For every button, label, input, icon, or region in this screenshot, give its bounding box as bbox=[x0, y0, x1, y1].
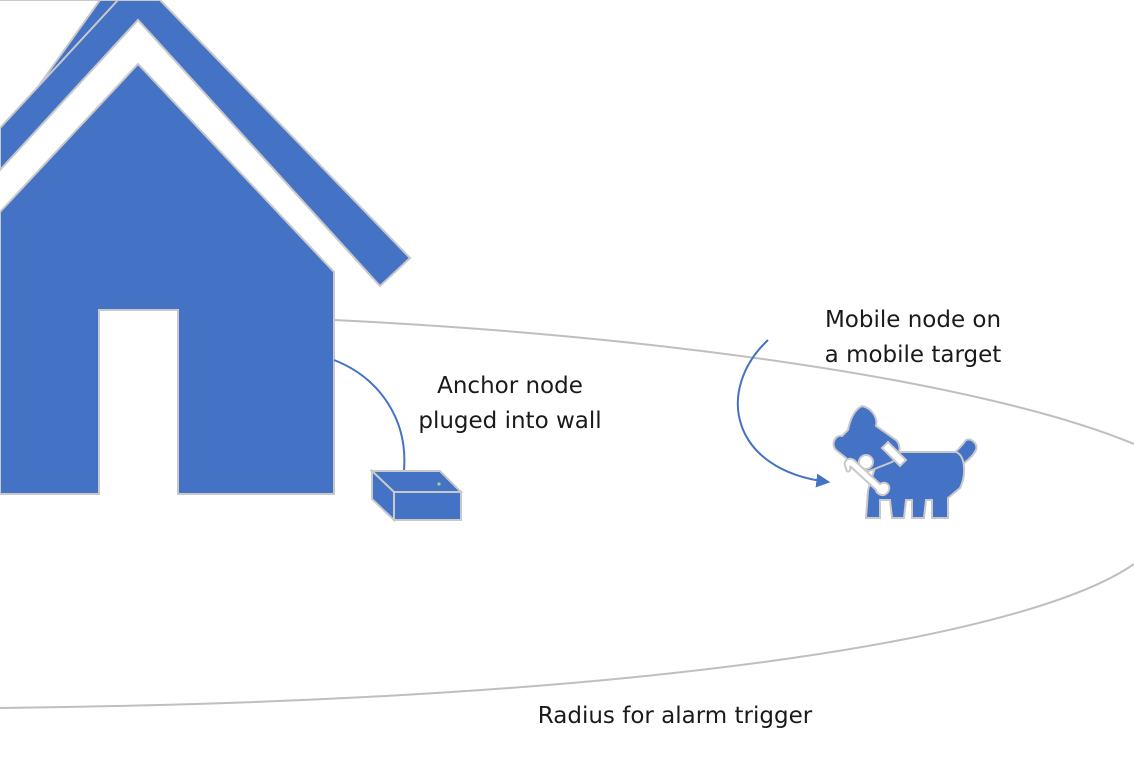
anchor-device-icon bbox=[369, 468, 464, 523]
anchor-device-front bbox=[393, 491, 462, 521]
dog-bone bbox=[843, 457, 891, 497]
mobile-node-label-line-1: Mobile node on bbox=[824, 307, 1002, 333]
house-icon bbox=[0, 0, 412, 495]
house-body bbox=[0, 62, 335, 495]
dog-icon bbox=[832, 404, 978, 519]
dog-body bbox=[864, 451, 966, 519]
anchor-node-label: Anchor node pluged into wall bbox=[392, 369, 628, 439]
radius-label: Radius for alarm trigger bbox=[537, 703, 813, 729]
alarm-radius-ellipse bbox=[0, 319, 1134, 709]
dog-collar bbox=[880, 440, 908, 468]
anchor-device-led bbox=[437, 482, 441, 486]
house-roof-band bbox=[0, 0, 412, 288]
anchor-node-label-line-1: Anchor node bbox=[437, 373, 583, 399]
dog-tag bbox=[858, 454, 874, 470]
anchor-connector bbox=[333, 359, 406, 471]
anchor-node-label-line-2: pluged into wall bbox=[418, 408, 602, 434]
mobile-node-label-line-2: a mobile target bbox=[824, 342, 1002, 368]
mobile-arrow bbox=[736, 339, 831, 488]
mobile-node-label: Mobile node on a mobile target bbox=[790, 303, 1036, 373]
